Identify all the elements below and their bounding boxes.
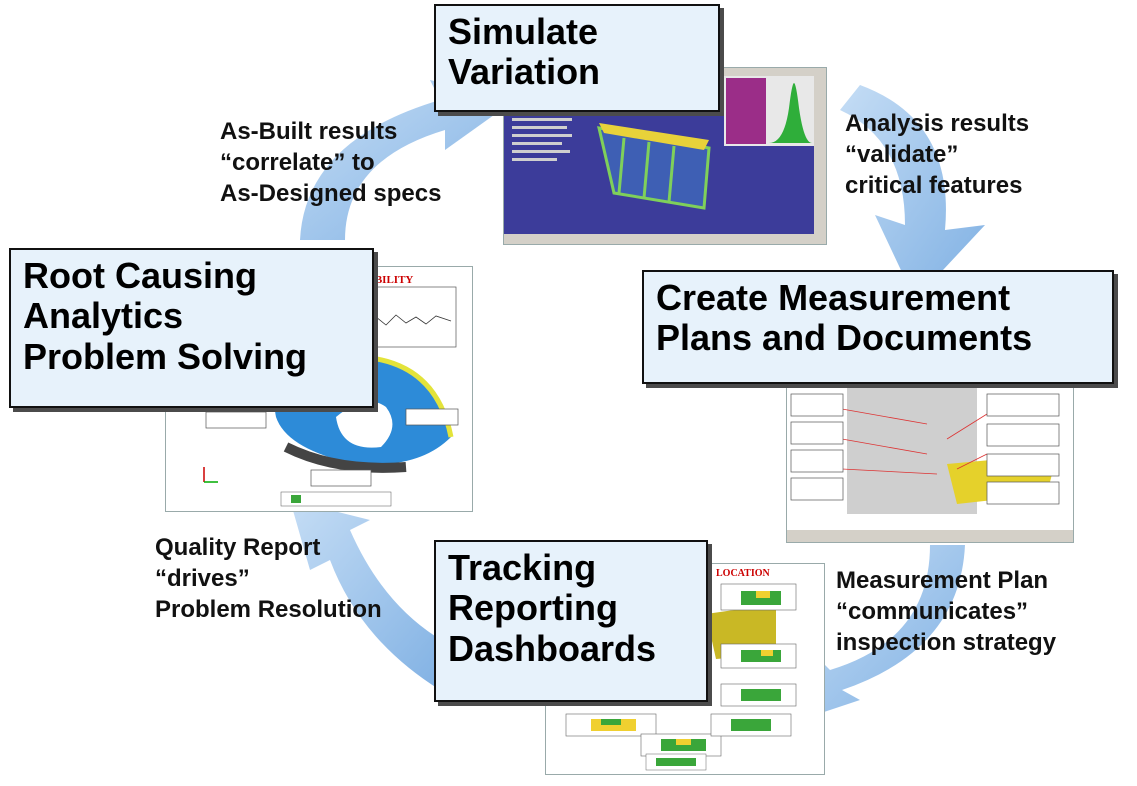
arrow-to-root-causing bbox=[290, 500, 450, 690]
stage-simulate-variation: Simulate Variation bbox=[434, 4, 720, 112]
caption-asbuilt-line-3: As-Designed specs bbox=[220, 180, 442, 208]
caption-analysis-line-1: Analysis results bbox=[845, 110, 1030, 137]
stage-simulate-line-1: Simulate bbox=[448, 11, 599, 52]
arrow-to-tracking bbox=[800, 545, 965, 720]
stage-tracking-reporting: Tracking Reporting Dashboards bbox=[434, 540, 708, 702]
caption-plan-line-3: inspection strategy bbox=[836, 629, 1057, 657]
stage-root-line-2: Analytics bbox=[23, 295, 184, 337]
stage-measure-line-2: Plans and Documents bbox=[656, 317, 1033, 359]
stage-measure-line-1: Create Measurement bbox=[656, 277, 1011, 318]
caption-quality-line-1: Quality Report bbox=[155, 534, 321, 561]
caption-analysis-results: Analysis results “validate” critical fea… bbox=[845, 108, 1029, 202]
capability-heading: PABILITY bbox=[361, 274, 413, 286]
caption-quality-line-3: Problem Resolution bbox=[155, 596, 382, 624]
location-heading: LOCATION bbox=[716, 568, 770, 579]
stage-tracking-line-1: Tracking bbox=[448, 547, 597, 588]
caption-plan-line-2: “communicates” bbox=[836, 598, 1029, 626]
arrow-to-measurement bbox=[840, 85, 985, 300]
arrow-to-simulate bbox=[300, 80, 515, 240]
stage-simulate-line-2: Variation bbox=[448, 51, 601, 93]
measurement-plan-graphic bbox=[787, 384, 1073, 542]
stage-tracking-line-2: Reporting bbox=[448, 587, 618, 629]
stage-root-causing: Root Causing Analytics Problem Solving bbox=[9, 248, 374, 408]
stage-create-measurement: Create Measurement Plans and Documents bbox=[642, 270, 1114, 384]
caption-analysis-line-2: “validate” bbox=[845, 141, 959, 169]
caption-quality-line-2: “drives” bbox=[155, 565, 250, 593]
stage-root-line-3: Problem Solving bbox=[23, 335, 308, 377]
caption-asbuilt-line-2: “correlate” to bbox=[220, 149, 375, 177]
measurement-plan-screenshot bbox=[786, 383, 1074, 543]
caption-as-built: As-Built results “correlate” to As-Desig… bbox=[220, 116, 441, 210]
caption-quality-report: Quality Report “drives” Problem Resoluti… bbox=[155, 532, 382, 626]
caption-asbuilt-line-1: As-Built results bbox=[220, 118, 398, 145]
tracking-dashboard-graphic: LOCATION bbox=[565, 568, 797, 771]
stage-root-line-1: Root Causing bbox=[23, 255, 257, 296]
stage-tracking-line-3: Dashboards bbox=[448, 627, 657, 669]
caption-analysis-line-3: critical features bbox=[845, 172, 1023, 200]
caption-plan-line-1: Measurement Plan bbox=[836, 567, 1049, 594]
caption-measurement-plan: Measurement Plan “communicates” inspecti… bbox=[836, 565, 1056, 659]
